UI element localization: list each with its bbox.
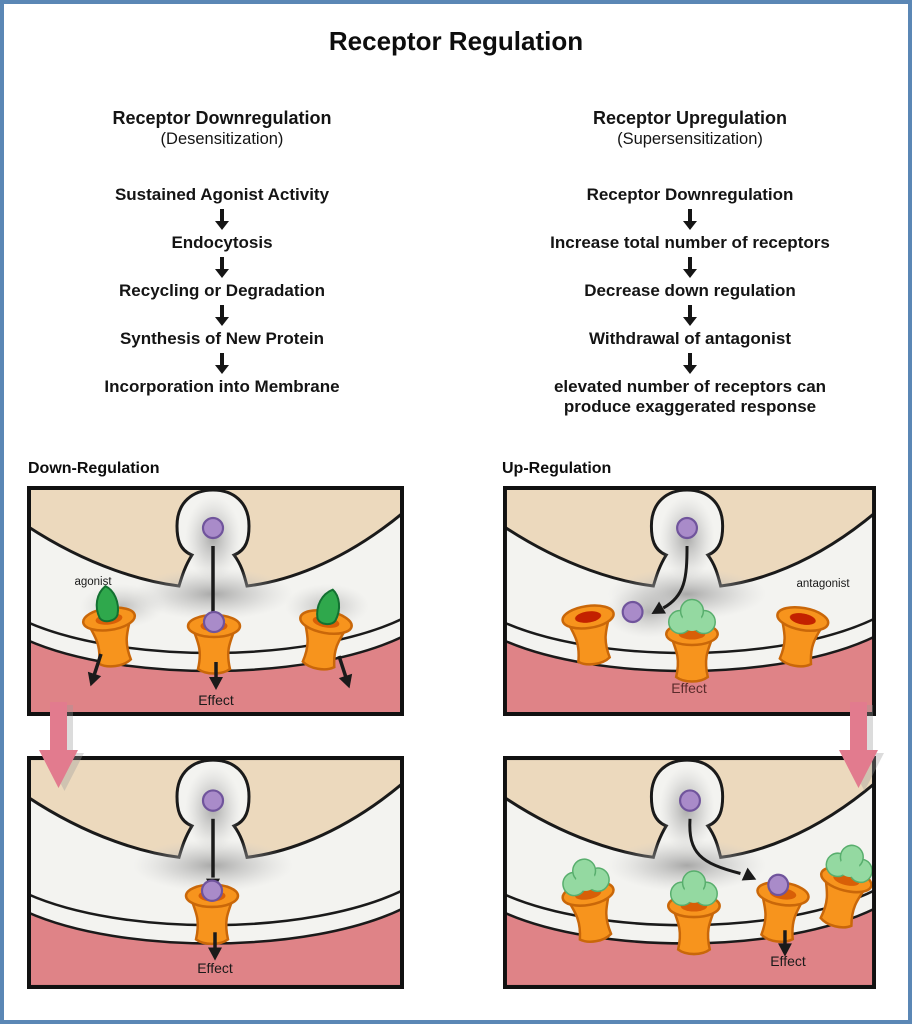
down-arrow-icon <box>220 257 224 269</box>
panel-downregulation-after: Effect <box>27 756 404 989</box>
panel-downregulation-before: agonist Effect <box>27 486 404 716</box>
effect-label: Effect <box>197 960 233 976</box>
downregulation-heading: Receptor Downregulation <box>112 108 332 128</box>
down-arrow-icon <box>688 257 692 269</box>
flow-step: Withdrawal of antagonist <box>589 329 791 348</box>
pink-connector-arrow-left <box>39 702 84 791</box>
effect-arrow-icon <box>337 655 357 691</box>
flowchart-upregulation: Receptor Upregulation (Supersensitizatio… <box>490 108 890 417</box>
panel-label-up-regulation: Up-Regulation <box>502 460 612 477</box>
flow-step: Synthesis of New Protein <box>119 329 325 348</box>
receptor-empty <box>559 601 622 669</box>
flowchart-downregulation: Receptor Downregulation (Desensitization… <box>22 108 422 397</box>
down-arrow-icon <box>688 209 692 221</box>
down-arrow-icon <box>220 305 224 317</box>
flow-step: Endocytosis <box>171 233 273 252</box>
downregulation-subheading: (Desensitization) <box>160 130 284 148</box>
flow-step: Receptor Downregulation <box>586 185 794 204</box>
free-ligand-icon <box>621 600 644 624</box>
membrane-diagram <box>503 486 876 716</box>
membrane-diagram <box>27 486 404 716</box>
effect-arrow-icon <box>209 662 223 690</box>
antagonist-label: antagonist <box>796 578 850 590</box>
flow-step: Incorporation into Membrane <box>104 377 340 396</box>
effect-arrow-icon <box>208 932 222 961</box>
pink-connector-arrow-right <box>839 702 884 791</box>
page-title: Receptor Regulation <box>328 26 584 56</box>
effect-label: Effect <box>770 953 806 969</box>
vesicle-ligand-icon <box>201 516 225 540</box>
flow-step: Decrease down regulation <box>584 281 796 300</box>
panel-upregulation-after: Effect <box>503 756 876 989</box>
flow-step: Recycling or Degradation <box>119 281 325 300</box>
upregulation-heading: Receptor Upregulation <box>592 108 788 128</box>
receptor-empty <box>768 602 832 672</box>
vesicle-ligand-icon <box>676 516 699 540</box>
effect-label: Effect <box>198 692 234 708</box>
agonist-label: agonist <box>74 576 112 588</box>
down-arrow-icon <box>220 353 224 365</box>
membrane-diagram <box>503 756 876 989</box>
down-arrow-icon <box>220 209 224 221</box>
effect-arrow-icon <box>83 653 103 689</box>
membrane-diagram <box>27 756 404 989</box>
flow-step: Increase total number of receptors <box>550 233 830 252</box>
upregulation-subheading: (Supersensitization) <box>617 130 763 148</box>
flow-step: elevated number of receptors can produce… <box>553 377 827 416</box>
panel-label-down-regulation: Down-Regulation <box>28 460 160 477</box>
vesicle-ligand-icon <box>678 789 702 812</box>
effect-label: Effect <box>671 680 707 696</box>
effect-arrow-icon <box>778 930 792 957</box>
down-arrow-icon <box>688 353 692 365</box>
flow-step: Sustained Agonist Activity <box>114 185 330 204</box>
vesicle-ligand-icon <box>201 789 225 812</box>
down-arrow-icon <box>688 305 692 317</box>
panel-upregulation-before: antagonist Effect <box>503 486 876 716</box>
